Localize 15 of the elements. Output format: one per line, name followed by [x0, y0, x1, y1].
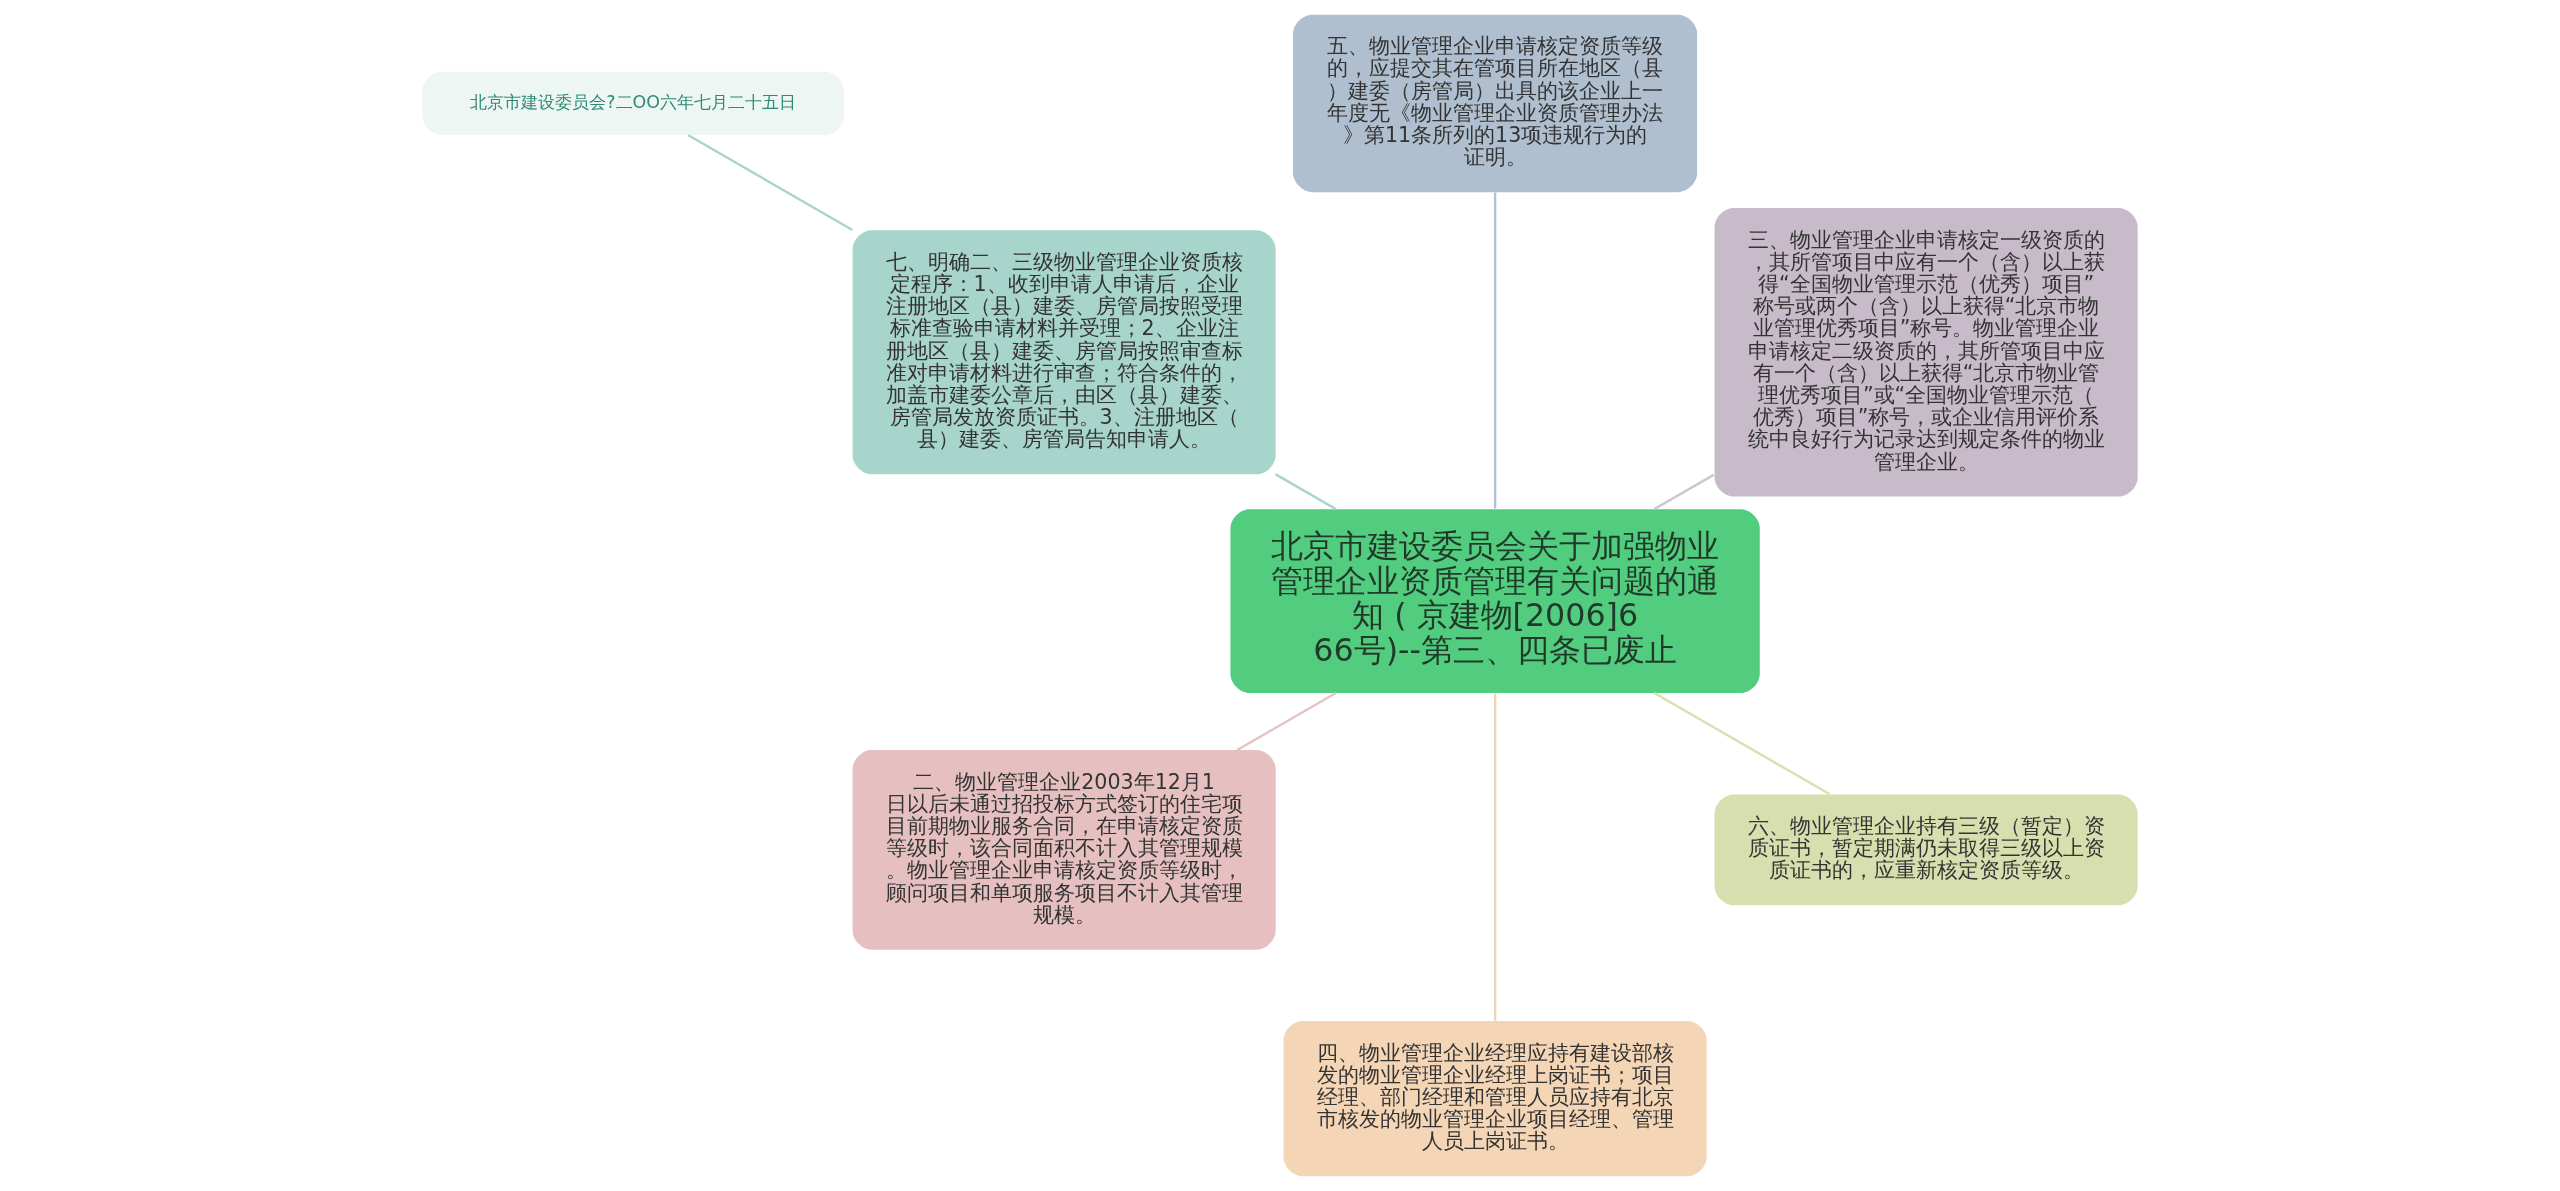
connector — [1493, 693, 1497, 1021]
connector — [1653, 473, 1715, 511]
node-box: 六、物业管理企业持有三级（暂定）资质证书，暂定期满仍未取得三级以上资质证书的，应重新核定资质等级。 — [1714, 794, 2138, 906]
node-box: 北京市建设委员会?二OO六年七月二十五日 — [422, 71, 844, 136]
node-box: 北京市建设委员会关于加强物业管理企业资质管理有关问题的通知 ( 京建物[2006]666号)--第三、四条已废止 — [1230, 509, 1760, 693]
node-box: 五、物业管理企业申请核定资质等级的，应提交其在管项目所在地区（县）建委（房管局）出具的该企业上一年度无《物业管理企业资质管理办法》第11条所列的13项违规行为的证明。 — [1293, 14, 1698, 193]
connector — [687, 134, 853, 232]
node-box: 四、物业管理企业经理应持有建设部核发的物业管理企业经理上岗证书；项目经理、部门经理和管理人员应持有北京市核发的物业管理企业项目经理、管理人员上岗证书。 — [1283, 1021, 1707, 1177]
node-box: 三、物业管理企业申请核定一级资质的，其所管项目中应有一个（含）以上获得“全国物业管理示范（优秀）项目”称号或两个（含）以上获得“北京市物业管理优秀项目”称号。物业管理企业申请核定二级资质的，其所管项目中应有一个（含）以上获得“北京市物业管理优秀项目”或“全国物业管理示范（优秀）项目”称号，或企业信用评价系统中良好行为记录达到规定条件的物业管理企业。 — [1714, 208, 2138, 497]
connector — [1236, 691, 1337, 751]
connector — [1653, 691, 1830, 796]
connector — [1493, 192, 1497, 509]
node-box: 七、明确二、三级物业管理企业资质核定程序：1、收到申请人申请后，企业注册地区（县）建委、房管局按照受理标准查验申请材料并受理；2、企业注册地区（县）建委、房管局按照审查标准对申请材料进行审查；符合条件的，加盖市建委公章后，由区（县）建委、房管局发放资质证书。3、注册地区（县）建委、房管局告知申请人。 — [852, 230, 1276, 475]
connector — [1274, 473, 1337, 511]
node-box: 二、物业管理企业2003年12月1日以后未通过招投标方式签订的住宅项目前期物业服务合同，在申请核定资质等级时，该合同面积不计入其管理规模。物业管理企业申请核定资质等级时，顾问项目和单项服务项目不计入其管理规模。 — [852, 750, 1276, 950]
